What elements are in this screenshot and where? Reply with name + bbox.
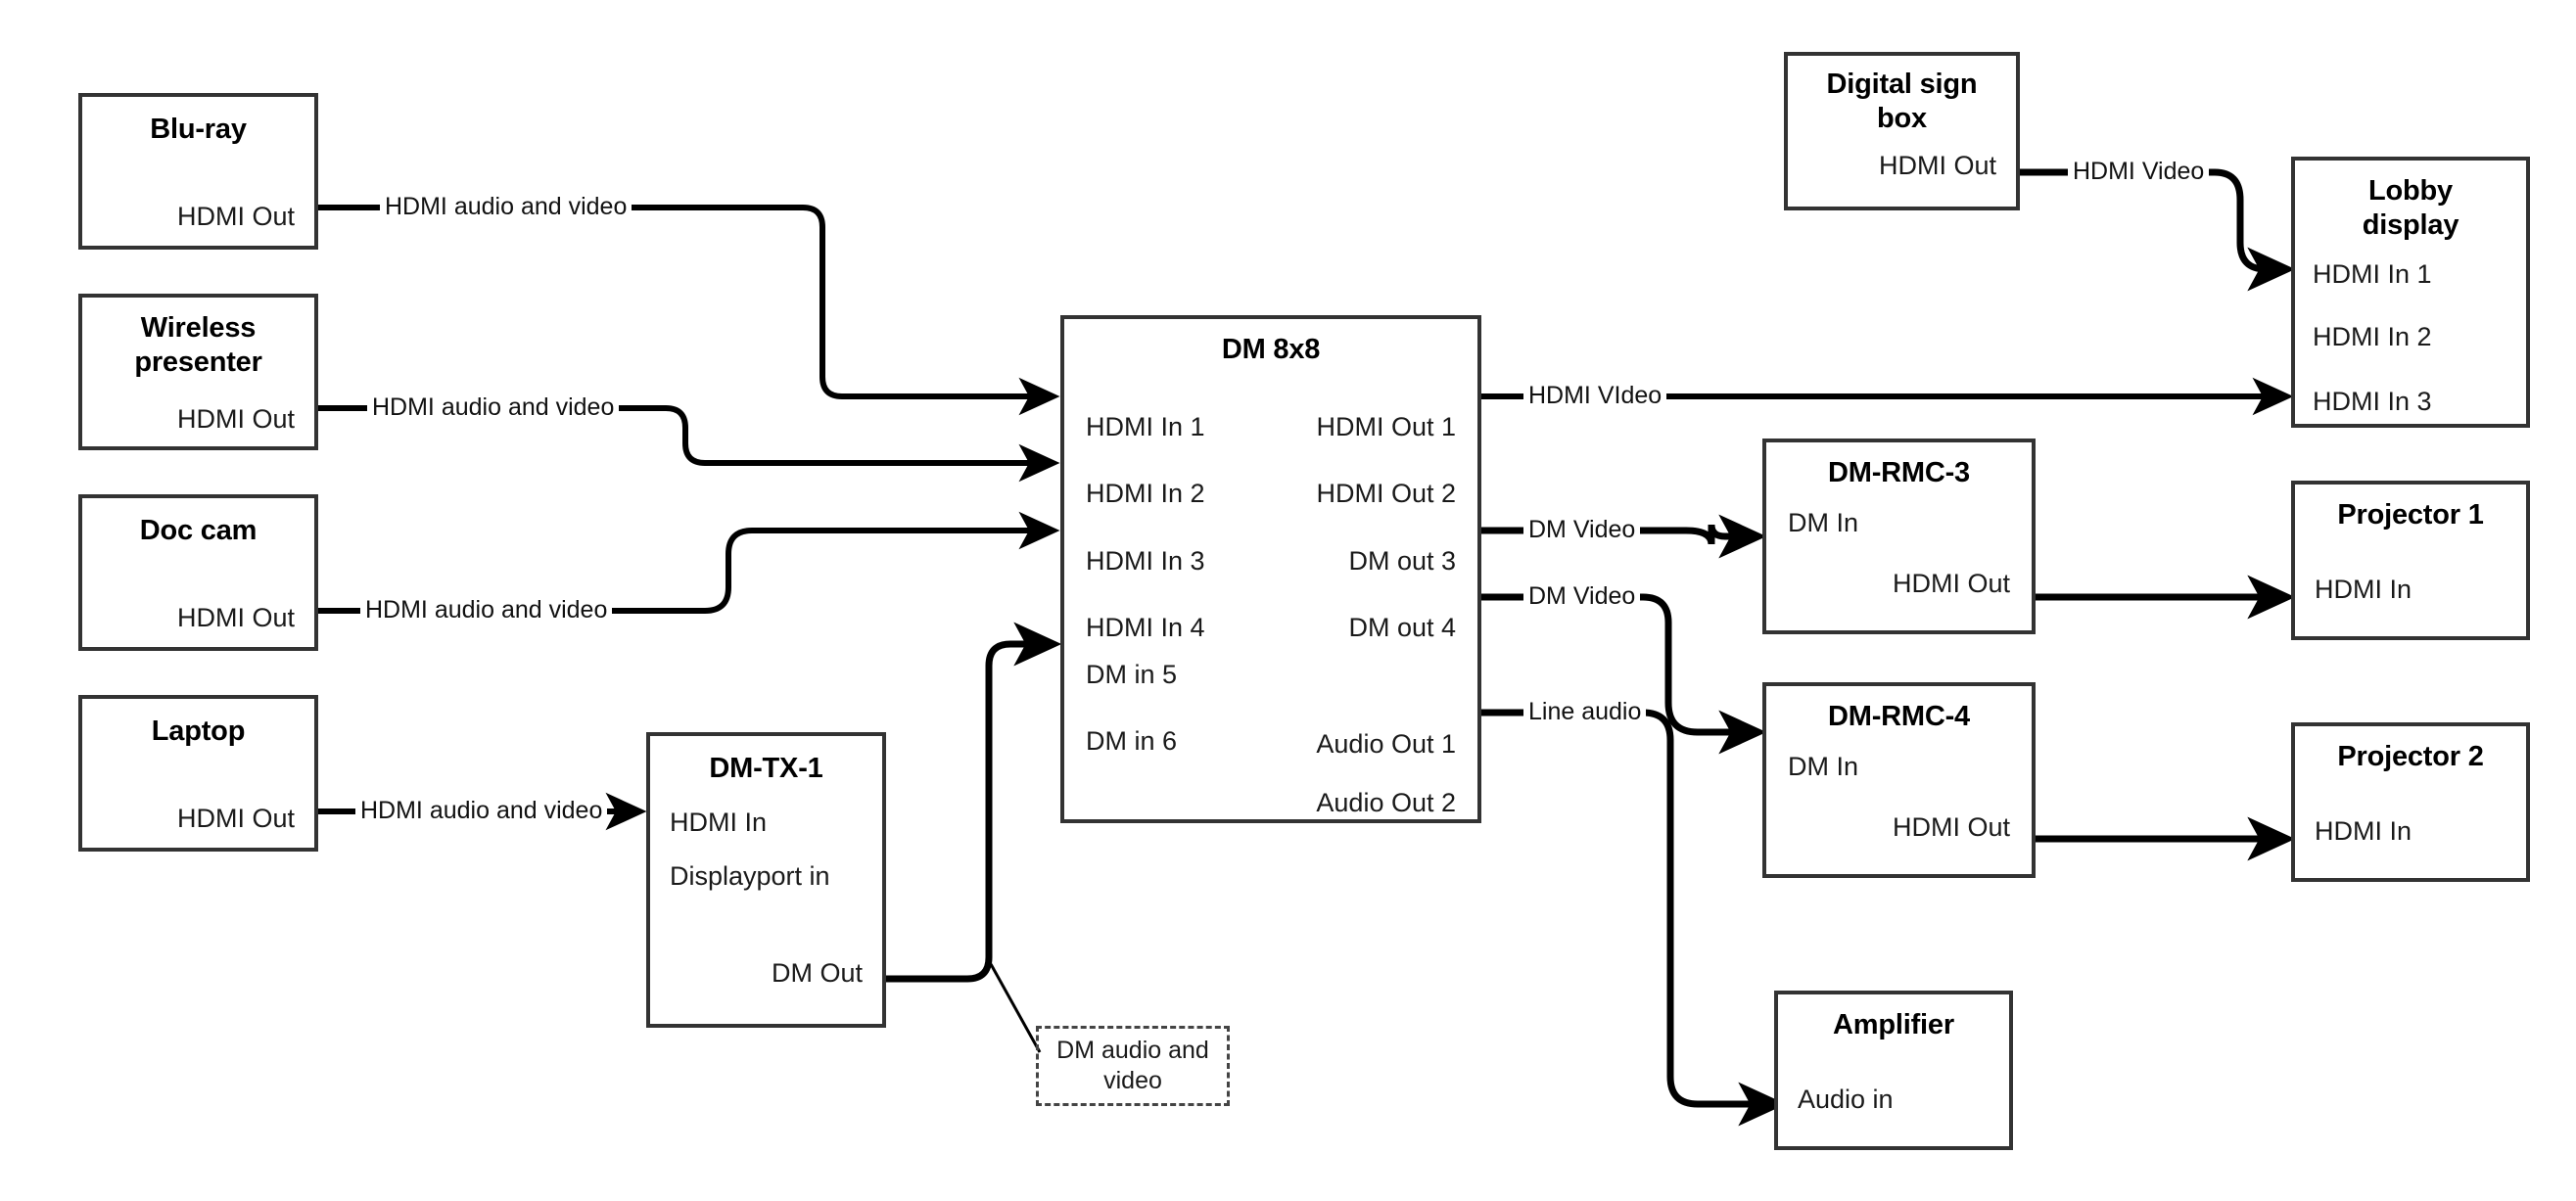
- node-dmtx1-port-displayport-in[interactable]: Displayport in: [670, 861, 830, 892]
- wire-label-dmout4: DM Video: [1523, 584, 1641, 609]
- node-amplifier-port-audio-in[interactable]: Audio in: [1798, 1084, 1894, 1114]
- node-doccam-title: Doc cam: [139, 515, 258, 546]
- node-amplifier-title: Amplifier: [1833, 1009, 1954, 1040]
- node-laptop-port-hdmi-out[interactable]: HDMI Out: [176, 803, 295, 833]
- node-lobby-title-line1: Lobby: [2368, 175, 2453, 207]
- node-dm8x8-port-audio-out-2[interactable]: Audio Out 2: [1316, 788, 1456, 818]
- note-text-line2: video: [1103, 1067, 1162, 1094]
- node-dmtx1-port-hdmi-in[interactable]: HDMI In: [670, 808, 768, 838]
- node-dm8x8-port-dm-out-4[interactable]: DM out 4: [1348, 613, 1456, 643]
- wire-label-bluray: HDMI audio and video: [380, 195, 632, 219]
- node-projector-1[interactable]: Projector 1 HDMI In: [2291, 481, 2530, 640]
- node-dm8x8-port-dm-in-5[interactable]: DM in 5: [1086, 660, 1178, 690]
- wire-label-audioout1: Line audio: [1523, 700, 1647, 724]
- node-projector1-port-hdmi-in[interactable]: HDMI In: [2315, 574, 2412, 604]
- node-dm-tx-1[interactable]: DM-TX-1 HDMI In Displayport in DM Out: [646, 732, 886, 1028]
- wire-label-hdmiout1: HDMI VIdeo: [1523, 384, 1667, 408]
- node-digital-sign-box[interactable]: Digital sign box HDMI Out: [1784, 52, 2020, 210]
- wire-label-wireless: HDMI audio and video: [367, 395, 620, 420]
- wire-dm8x8-audioout1-to-amplifier: [1481, 709, 1787, 1127]
- wire-label-laptop: HDMI audio and video: [355, 799, 608, 823]
- node-projector-2[interactable]: Projector 2 HDMI In: [2291, 722, 2530, 882]
- node-dm8x8-port-hdmi-in-2[interactable]: HDMI In 2: [1086, 479, 1205, 509]
- node-dm8x8-port-hdmi-out-1[interactable]: HDMI Out 1: [1316, 412, 1456, 442]
- node-doccam-port-hdmi-out[interactable]: HDMI Out: [176, 602, 295, 632]
- node-dm8x8-port-hdmi-out-2[interactable]: HDMI Out 2: [1316, 479, 1456, 509]
- node-dm8x8-port-dm-in-6[interactable]: DM in 6: [1086, 726, 1178, 757]
- wire-label-doccam: HDMI audio and video: [360, 598, 613, 623]
- node-dmrmc3-port-dm-in[interactable]: DM In: [1788, 508, 1859, 538]
- node-projector1-title: Projector 1: [2337, 499, 2484, 531]
- node-doc-cam[interactable]: Doc cam HDMI Out: [78, 494, 318, 651]
- node-bluray[interactable]: Blu-ray HDMI Out: [78, 93, 318, 250]
- wire-label-dmout3: DM Video: [1523, 518, 1641, 542]
- node-dm8x8-port-dm-out-3[interactable]: DM out 3: [1348, 546, 1456, 577]
- node-dm8x8-port-hdmi-in-4[interactable]: HDMI In 4: [1086, 613, 1205, 643]
- node-dmtx1-port-dm-out[interactable]: DM Out: [771, 957, 863, 988]
- node-dm-rmc-3[interactable]: DM-RMC-3 DM In HDMI Out: [1762, 439, 2036, 634]
- node-projector2-port-hdmi-in[interactable]: HDMI In: [2315, 815, 2412, 846]
- node-lobby-display[interactable]: Lobby display HDMI In 1 HDMI In 2 HDMI I…: [2291, 157, 2530, 428]
- node-bluray-port-hdmi-out[interactable]: HDMI Out: [176, 201, 295, 231]
- node-projector2-title: Projector 2: [2337, 741, 2484, 772]
- node-digitalsign-port-hdmi-out[interactable]: HDMI Out: [1878, 150, 1996, 180]
- node-dm8x8-title: DM 8x8: [1221, 334, 1321, 365]
- node-lobby-port-hdmi-in-2[interactable]: HDMI In 2: [2313, 321, 2432, 351]
- note-text-line1: DM audio and: [1056, 1036, 1209, 1064]
- node-digitalsign-title-line1: Digital sign: [1826, 69, 1978, 100]
- wire-bluray-to-dm8x8-in1: [318, 205, 1060, 416]
- node-dm8x8-port-hdmi-in-3[interactable]: HDMI In 3: [1086, 546, 1205, 577]
- wire-dmtx1-to-dm8x8-in5: [886, 622, 1062, 983]
- node-wireless-port-hdmi-out[interactable]: HDMI Out: [176, 403, 295, 434]
- node-digitalsign-title-line2: box: [1877, 103, 1927, 135]
- node-dmrmc4-title: DM-RMC-4: [1828, 701, 1970, 732]
- wire-digitalsign-to-lobby-in1: [2020, 168, 2296, 292]
- node-lobby-port-hdmi-in-3[interactable]: HDMI In 3: [2313, 386, 2432, 416]
- leader-line-dm-note: [989, 963, 1042, 1053]
- node-dmrmc3-title: DM-RMC-3: [1828, 457, 1970, 488]
- node-wireless-presenter[interactable]: Wireless presenter HDMI Out: [78, 294, 318, 450]
- node-dmrmc4-port-dm-in[interactable]: DM In: [1788, 752, 1859, 782]
- node-dm8x8-port-audio-out-1[interactable]: Audio Out 1: [1316, 729, 1456, 760]
- node-wireless-title-line2: presenter: [134, 346, 262, 379]
- node-laptop-title: Laptop: [151, 716, 246, 747]
- node-dmrmc4-port-hdmi-out[interactable]: HDMI Out: [1892, 811, 2010, 842]
- wire-label-digitalsign: HDMI Video: [2068, 160, 2210, 184]
- node-lobby-port-hdmi-in-1[interactable]: HDMI In 1: [2313, 258, 2432, 289]
- node-dmtx1-title: DM-TX-1: [709, 753, 823, 784]
- node-dm-rmc-4[interactable]: DM-RMC-4 DM In HDMI Out: [1762, 682, 2036, 878]
- node-dm-8x8[interactable]: DM 8x8 HDMI In 1 HDMI In 2 HDMI In 3 HDM…: [1060, 315, 1481, 823]
- node-laptop[interactable]: Laptop HDMI Out: [78, 695, 318, 852]
- node-wireless-title-line1: Wireless: [140, 312, 257, 344]
- node-dm8x8-port-hdmi-in-1[interactable]: HDMI In 1: [1086, 412, 1205, 442]
- node-dmrmc3-port-hdmi-out[interactable]: HDMI Out: [1892, 568, 2010, 598]
- note-dm-audio-and-video: DM audio and video: [1036, 1026, 1230, 1106]
- node-bluray-title: Blu-ray: [150, 114, 247, 145]
- node-amplifier[interactable]: Amplifier Audio in: [1774, 991, 2013, 1150]
- node-lobby-title-line2: display: [2362, 209, 2459, 242]
